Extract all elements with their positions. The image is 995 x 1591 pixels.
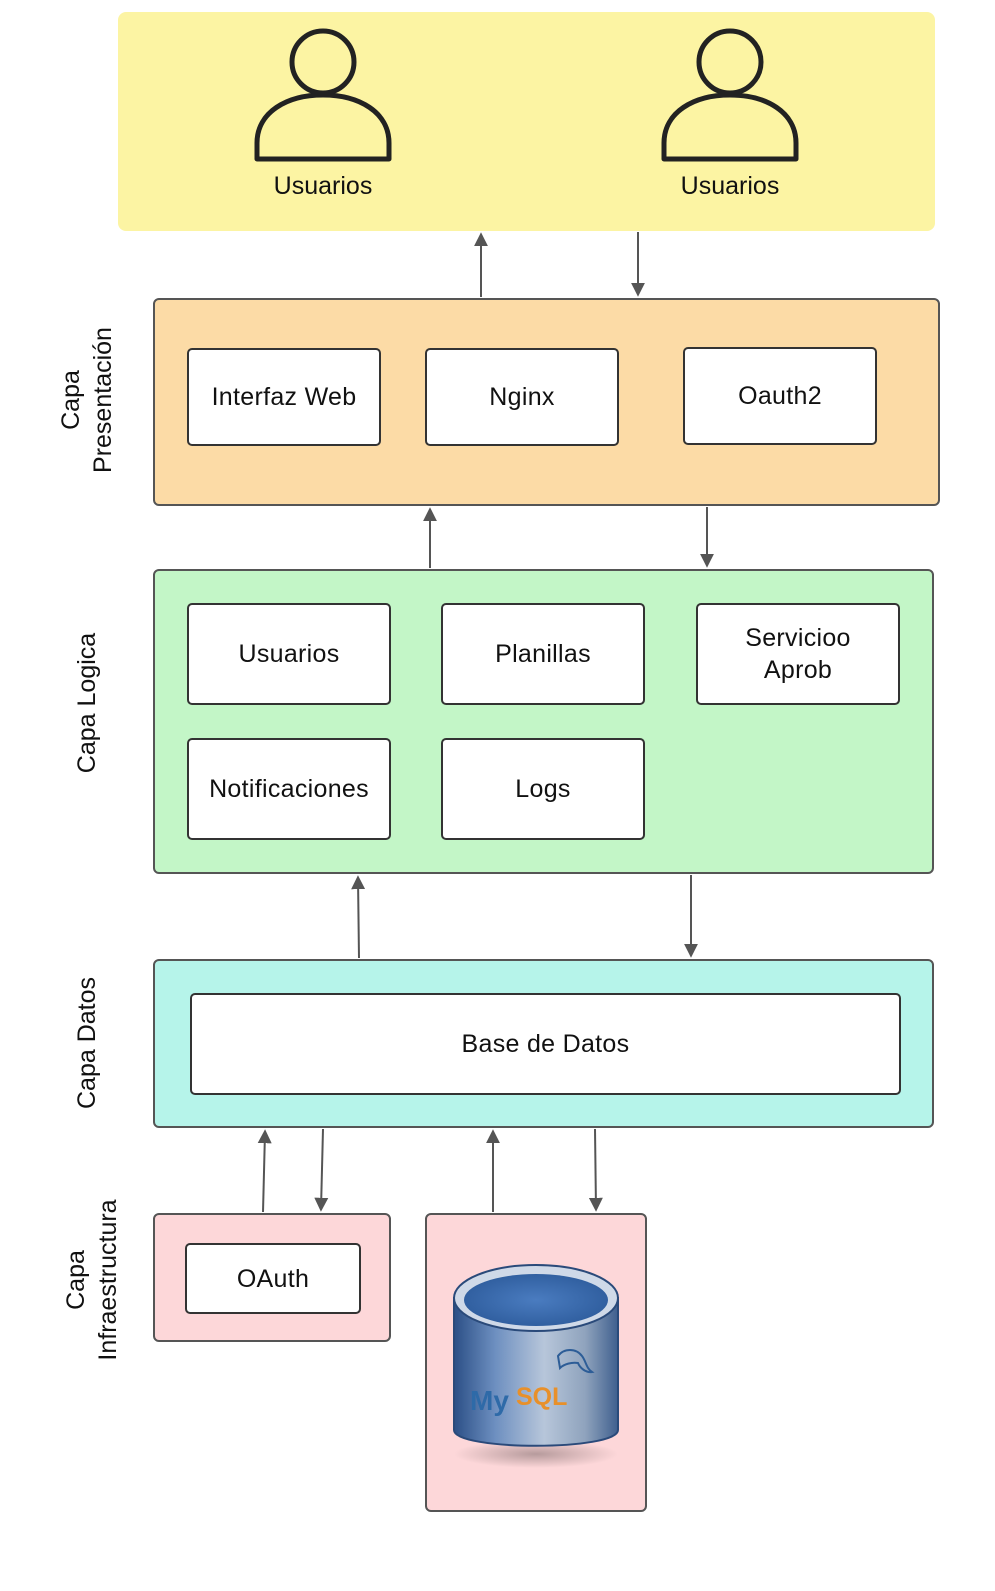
mysql-logo-text-my: My	[470, 1385, 509, 1416]
mysql-database-icon: My SQL	[453, 1264, 619, 1468]
dolphin-icon	[556, 1349, 595, 1374]
base-de-datos-box[interactable]: Base de Datos	[190, 993, 901, 1095]
notificaciones-box[interactable]: Notificaciones	[187, 738, 391, 840]
nginx-box[interactable]: Nginx	[425, 348, 619, 446]
logs-box[interactable]: Logs	[441, 738, 645, 840]
servicio-aprob-box[interactable]: Servicioo Aprob	[696, 603, 900, 705]
user-label: Usuarios	[680, 172, 780, 200]
servicio-aprob-line1: Servicioo	[745, 624, 851, 652]
arrow-data-to-oauth	[314, 1128, 329, 1212]
oauth-box[interactable]: OAuth	[185, 1243, 361, 1314]
user-icon	[661, 28, 799, 162]
user-icon	[254, 28, 392, 162]
arrow-oauth-to-data	[257, 1129, 272, 1213]
planillas-box[interactable]: Planillas	[441, 603, 645, 705]
interfaz-web-box[interactable]: Interfaz Web	[187, 348, 381, 446]
user-label: Usuarios	[273, 172, 373, 200]
usuarios-box[interactable]: Usuarios	[187, 603, 391, 705]
users-zone	[118, 12, 935, 231]
oauth2-box[interactable]: Oauth2	[683, 347, 877, 445]
arrow-data-to-mysql	[588, 1128, 603, 1212]
arrow-data-to-logic	[351, 875, 366, 959]
mysql-logo-text-sql: SQL	[516, 1383, 567, 1411]
servicio-aprob-line2: Aprob	[763, 656, 833, 684]
